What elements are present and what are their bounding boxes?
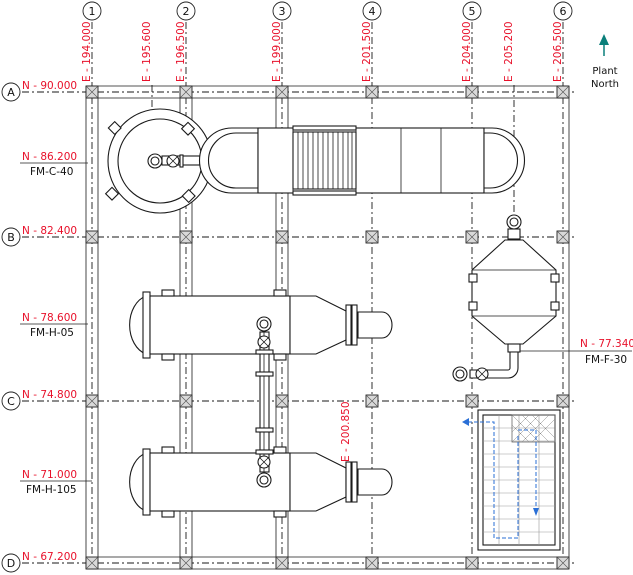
- column-label-4: 4: [369, 5, 376, 18]
- row-bubble-d: D N - 67.200: [1, 551, 77, 573]
- north-arrow: Plant North: [591, 34, 619, 90]
- column-post-4-2: [179, 556, 193, 570]
- northing-row-d: N - 67.200: [22, 551, 77, 563]
- column-post-1-5: [465, 85, 479, 99]
- column-label-6: 6: [560, 5, 567, 18]
- tag-fm-c-40: N - 86.200 FM-C-40: [20, 151, 88, 178]
- column-post-1-6: [556, 85, 570, 99]
- equipment-tray-panel: [462, 409, 561, 551]
- column-post-2-5: [465, 230, 479, 244]
- column-label-1: 1: [89, 5, 96, 18]
- easting-204000: E - 204.000: [461, 21, 473, 82]
- easting-205200: E - 205.200: [503, 21, 515, 82]
- easting-206500: E - 206.500: [552, 21, 564, 82]
- easting-194000: E - 194.000: [81, 21, 93, 82]
- equipment-fm-c-40: [104, 108, 215, 214]
- column-bubble-6: 6: [553, 1, 573, 21]
- column-label-3: 3: [279, 5, 286, 18]
- row-label-b: B: [7, 231, 15, 244]
- column-label-2: 2: [183, 5, 190, 18]
- column-post-3-6: [556, 394, 570, 408]
- column-post-4-1: [85, 556, 99, 570]
- tag-fm-h-05: N - 78.600 FM-H-05: [20, 312, 88, 339]
- easting-labels: E - 194.000 E - 195.600 E - 196.500 E - …: [81, 21, 564, 462]
- flow-path-1: [518, 429, 537, 510]
- column-post-3-2: [179, 394, 193, 408]
- pipe-h05-to-h105: [255, 316, 274, 488]
- row-bubbles: A N - 90.000 B N - 82.400 C N - 74.800 D…: [1, 80, 77, 573]
- row-label-c: C: [7, 395, 15, 408]
- equipment-duct-top: [198, 125, 526, 196]
- column-bubble-4: 4: [362, 1, 382, 21]
- northing-row-b: N - 82.400: [22, 225, 77, 237]
- northing-row-c: N - 74.800: [22, 389, 77, 401]
- column-post-2-3: [275, 230, 289, 244]
- column-post-2-4: [365, 230, 379, 244]
- column-post-1-3: [275, 85, 289, 99]
- tag-fm-f-30-coord: N - 77.340: [580, 338, 633, 350]
- column-post-2-6: [556, 230, 570, 244]
- flow-path-2: [466, 421, 519, 539]
- north-arrow-label-line2: North: [591, 79, 619, 90]
- tag-fm-h-105-name: FM-H-105: [26, 484, 77, 496]
- column-post-3-5: [465, 394, 479, 408]
- northing-row-a: N - 90.000: [22, 80, 77, 92]
- column-post-2-1: [85, 230, 99, 244]
- column-bubbles: 1 2 3 4 5 6: [82, 1, 573, 21]
- column-post-4-5: [465, 556, 479, 570]
- column-post-3-4: [365, 394, 379, 408]
- column-post-1-2: [179, 85, 193, 99]
- flow-arrow-icon: [462, 418, 469, 426]
- equipment-tags: N - 86.200 FM-C-40 N - 78.600 FM-H-05 N …: [20, 151, 633, 496]
- tag-fm-c-40-coord: N - 86.200: [22, 151, 77, 163]
- north-arrow-label-line1: Plant: [592, 66, 617, 77]
- tag-fm-c-40-name: FM-C-40: [30, 166, 73, 178]
- tag-fm-h-105: N - 71.000 FM-H-105: [20, 469, 92, 496]
- column-bubble-3: 3: [272, 1, 292, 21]
- column-post-3-1: [85, 394, 99, 408]
- column-post-3-3: [275, 394, 289, 408]
- tag-fm-h-05-coord: N - 78.600: [22, 312, 77, 324]
- column-bubble-2: 2: [176, 1, 196, 21]
- tag-fm-f-30: N - 77.340 FM-F-30: [520, 338, 633, 366]
- north-arrow-icon: [599, 34, 609, 45]
- column-bubble-1: 1: [82, 1, 102, 21]
- tag-fm-h-05-name: FM-H-05: [30, 327, 74, 339]
- equipment-fm-f-30: [452, 214, 560, 382]
- row-bubble-c: C N - 74.800: [1, 389, 77, 411]
- column-post-4-4: [365, 556, 379, 570]
- tag-fm-h-105-coord: N - 71.000: [22, 469, 77, 481]
- column-post-4-6: [556, 556, 570, 570]
- row-bubble-b: B N - 82.400: [1, 225, 77, 247]
- column-post-2-2: [179, 230, 193, 244]
- easting-195600: E - 195.600: [141, 21, 153, 82]
- easting-199000: E - 199.000: [271, 21, 283, 82]
- structural-columns: [85, 85, 570, 570]
- easting-200850: E - 200.850: [340, 401, 352, 462]
- easting-196500: E - 196.500: [175, 21, 187, 82]
- column-post-1-4: [365, 85, 379, 99]
- column-post-1-1: [85, 85, 99, 99]
- column-label-5: 5: [469, 5, 476, 18]
- row-label-d: D: [7, 557, 15, 570]
- easting-201500: E - 201.500: [361, 21, 373, 82]
- row-label-a: A: [7, 86, 15, 99]
- row-bubble-a: A N - 90.000: [1, 80, 77, 102]
- column-bubble-5: 5: [462, 1, 482, 21]
- tag-fm-f-30-name: FM-F-30: [585, 354, 627, 366]
- column-post-4-3: [275, 556, 289, 570]
